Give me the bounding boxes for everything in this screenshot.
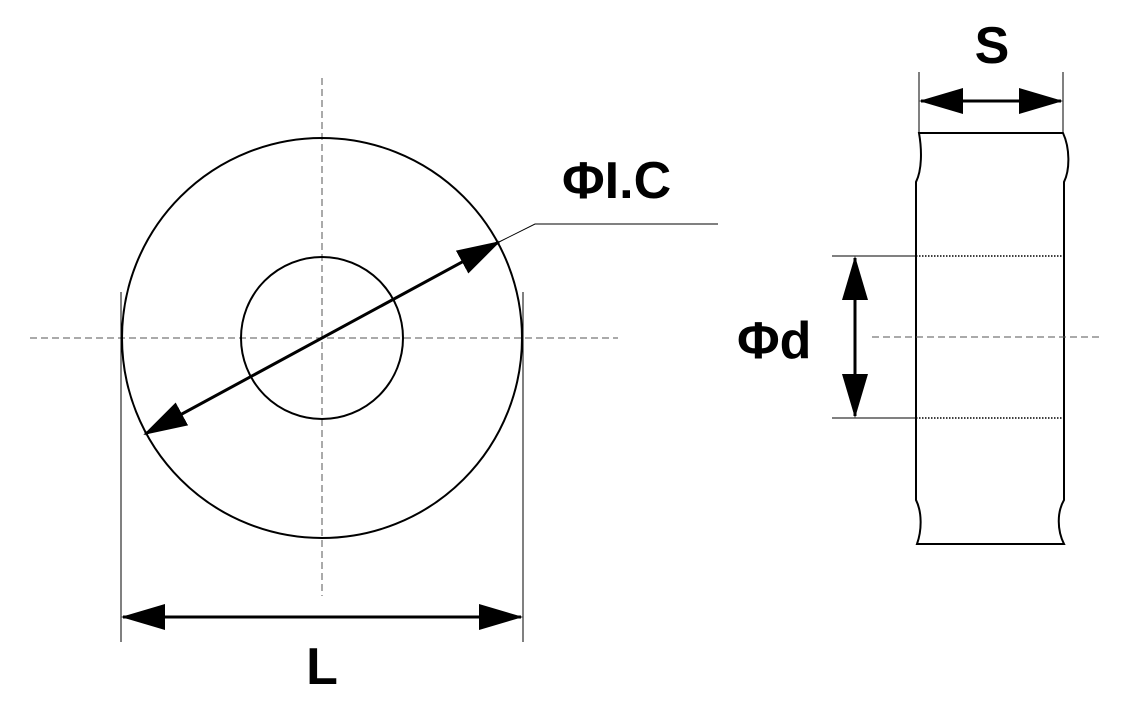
thickness-label: S	[975, 17, 1010, 75]
side-view: Φd S	[737, 17, 1100, 545]
ic-diameter-label: ΦI.C	[562, 152, 671, 210]
front-view: ΦI.C L	[30, 78, 718, 696]
bore-diameter-label: Φd	[737, 312, 811, 370]
outer-circle	[121, 137, 523, 539]
length-label: L	[306, 638, 338, 696]
side-body-outline	[915, 132, 1070, 545]
ic-leader-line	[498, 223, 718, 243]
ic-diameter-arrow	[143, 240, 501, 436]
